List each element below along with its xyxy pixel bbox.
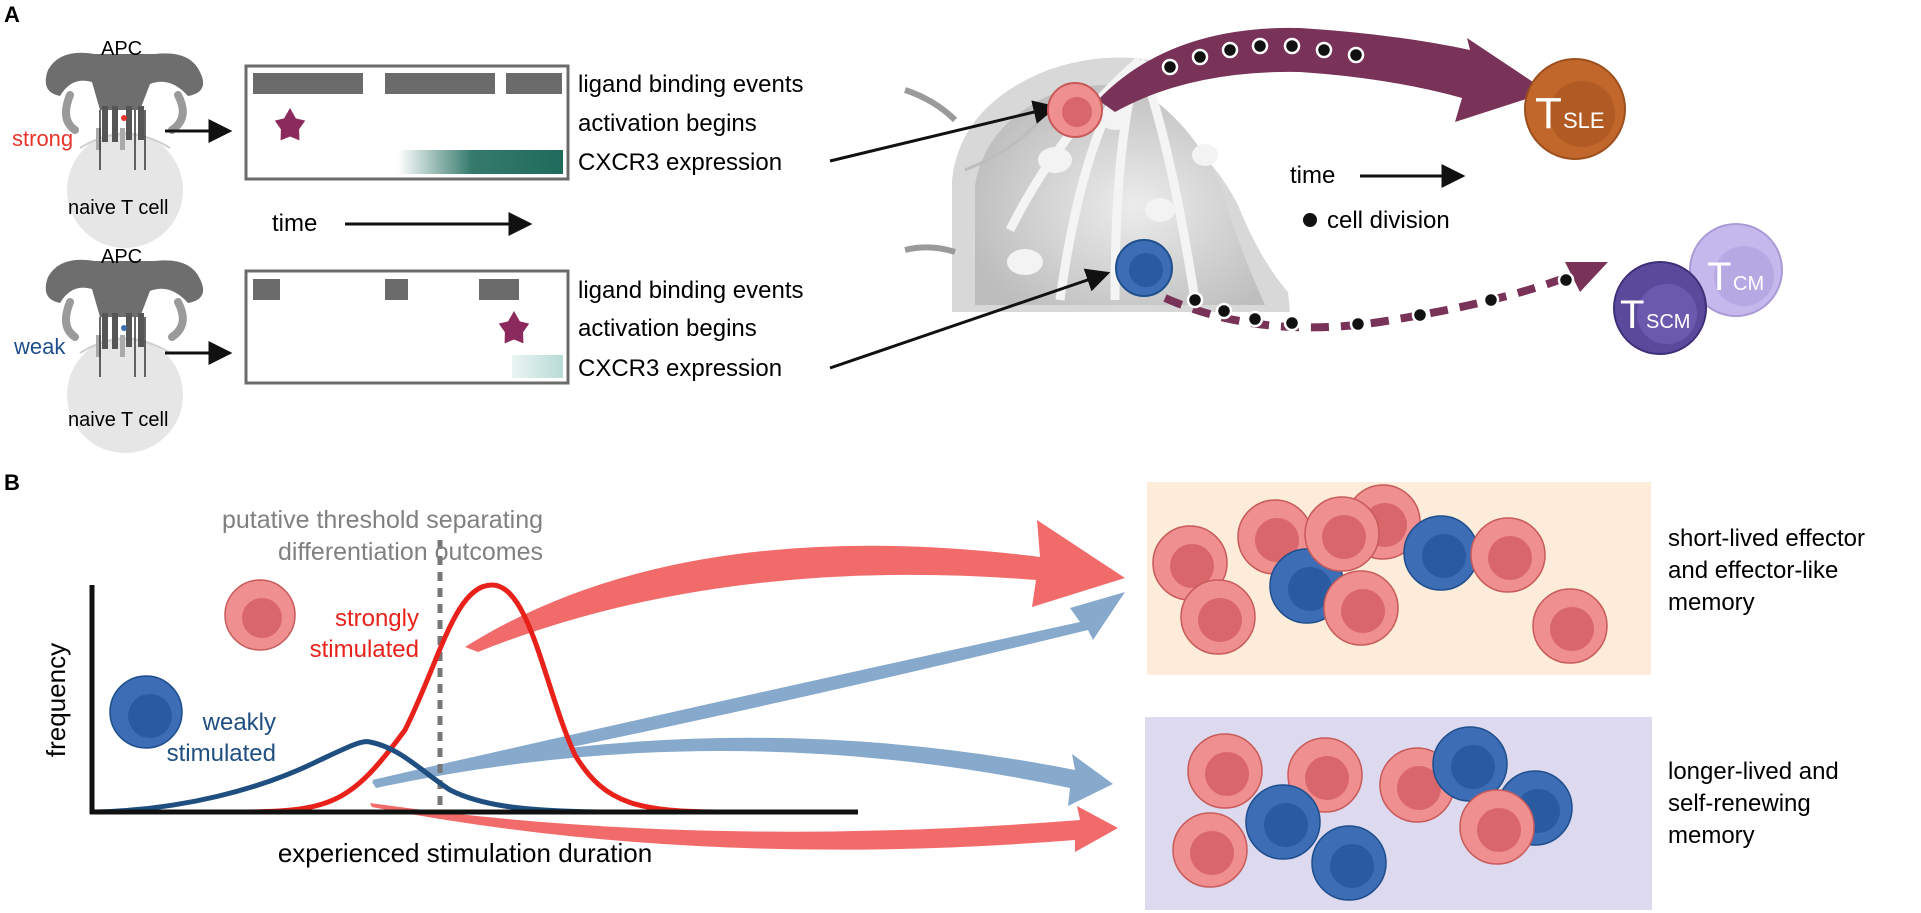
- binding-bar-weak-3: [479, 279, 519, 300]
- strong-label-line-2: stimulated: [310, 636, 419, 663]
- tcell-label-strong: naive T cell: [68, 197, 168, 219]
- division-dot: [1349, 315, 1367, 333]
- division-dot: [1161, 58, 1179, 76]
- cell-red: [1187, 733, 1263, 809]
- cell-divisions-strong: [1161, 37, 1365, 76]
- panel-a-label: A: [4, 2, 20, 27]
- outcome-short-line-3: memory: [1668, 589, 1755, 616]
- binding-bar-strong-2: [385, 73, 495, 94]
- apc-label-weak: APC: [101, 246, 142, 268]
- node-time-label: time: [1290, 162, 1335, 189]
- event-label-binding-strong: ligand binding events: [578, 71, 804, 98]
- fate-cell-tcm: T CM: [1689, 223, 1783, 317]
- flow-arrow-weak-to-short: [372, 592, 1125, 786]
- fate-cell-tscm: T SCM: [1613, 261, 1707, 355]
- cell-node-weak: [1115, 239, 1173, 297]
- trajectory-arrow-strong: [1098, 27, 1548, 122]
- svg-text:T: T: [1620, 293, 1644, 337]
- division-dot: [1283, 314, 1301, 332]
- long-lived-cell-group: [1172, 726, 1573, 901]
- binding-bar-strong-1: [253, 73, 363, 94]
- tcell-label-weak: naive T cell: [68, 409, 168, 431]
- binding-bar-weak-1: [253, 279, 280, 300]
- apc-tcell-weak-illustration: [45, 259, 204, 453]
- flow-arrow-strong-to-long: [370, 803, 1118, 852]
- svg-text:CM: CM: [1733, 273, 1764, 295]
- cell-red: [1532, 588, 1608, 664]
- division-dot: [1186, 291, 1204, 309]
- svg-text:SCM: SCM: [1646, 311, 1690, 333]
- activation-star-weak: [498, 311, 530, 344]
- threshold-label-line-2: differentiation outcomes: [278, 538, 543, 566]
- cxcr3-bar-weak: [512, 355, 563, 378]
- apc-tcell-strong-illustration: [45, 52, 204, 248]
- binding-bar-weak-2: [385, 279, 408, 300]
- weak-label-line-2: stimulated: [167, 740, 276, 767]
- division-dot: [1557, 271, 1575, 289]
- trajectory-arrowhead-weak: [1565, 262, 1608, 292]
- cell-division-legend-dot: [1303, 213, 1317, 227]
- division-dot: [1221, 41, 1239, 59]
- cell-red: [1180, 579, 1256, 655]
- cell-divisions-weak: [1186, 271, 1575, 333]
- cell-division-label: cell division: [1327, 207, 1450, 234]
- event-label-binding-weak: ligand binding events: [578, 277, 804, 304]
- outcome-short-line-1: short-lived effector: [1668, 525, 1865, 552]
- division-dot: [1283, 37, 1301, 55]
- division-dot: [1191, 48, 1209, 66]
- division-dot: [1246, 310, 1264, 328]
- strength-label-strong: strong: [12, 126, 73, 151]
- cell-icon-weak: [109, 675, 183, 749]
- event-label-cxcr3-strong: CXCR3 expression: [578, 149, 782, 176]
- cell-blue: [1245, 784, 1321, 860]
- panel-b-label: B: [4, 470, 20, 495]
- cell-blue: [1403, 515, 1479, 591]
- division-dot: [1482, 291, 1500, 309]
- threshold-label-line-1: putative threshold separating: [222, 506, 543, 534]
- cell-blue: [1432, 726, 1508, 802]
- cell-red: [1304, 496, 1380, 572]
- cell-red: [1470, 517, 1546, 593]
- flow-arrow-weak-to-long: [372, 737, 1113, 806]
- strong-label-line-1: strongly: [335, 605, 419, 632]
- binding-bar-strong-3: [506, 73, 562, 94]
- weak-label-line-1: weakly: [202, 709, 276, 736]
- outcome-long-line-3: memory: [1668, 822, 1755, 849]
- arrow-strong-to-node: [829, 100, 1058, 163]
- cell-node-strong: [1047, 82, 1103, 138]
- flow-arrow-strong-to-short: [465, 520, 1125, 652]
- svg-text:T: T: [1535, 89, 1562, 138]
- strong-distribution-curve: [234, 582, 726, 815]
- strength-label-weak: weak: [13, 334, 66, 359]
- apc-label-strong: APC: [101, 38, 142, 60]
- event-label-activation-strong: activation begins: [578, 110, 757, 137]
- division-dot: [1315, 41, 1333, 59]
- division-dot: [1411, 306, 1429, 324]
- short-lived-cell-group: [1152, 484, 1608, 664]
- arrow-weak-to-node: [829, 268, 1111, 370]
- x-axis-label: experienced stimulation duration: [278, 838, 652, 868]
- outcome-long-line-2: self-renewing: [1668, 790, 1811, 817]
- outcome-long-line-1: longer-lived and: [1668, 758, 1839, 785]
- division-dot: [1215, 302, 1233, 320]
- cell-icon-strong: [224, 579, 296, 651]
- time-label: time: [272, 210, 317, 237]
- event-label-cxcr3-weak: CXCR3 expression: [578, 355, 782, 382]
- outcome-short-line-2: and effector-like: [1668, 557, 1838, 584]
- svg-text:SLE: SLE: [1563, 108, 1605, 133]
- weak-distribution-curve: [94, 739, 601, 815]
- cell-red: [1459, 789, 1535, 865]
- division-dot: [1347, 46, 1365, 64]
- y-axis-label: frequency: [41, 643, 71, 757]
- cell-red: [1323, 570, 1399, 646]
- svg-text:T: T: [1707, 255, 1731, 299]
- event-label-activation-weak: activation begins: [578, 315, 757, 342]
- activation-star-strong: [274, 108, 306, 141]
- cell-blue: [1311, 825, 1387, 901]
- fate-cell-tsle: T SLE: [1524, 58, 1626, 160]
- division-dot: [1251, 37, 1269, 55]
- cell-red: [1172, 812, 1248, 888]
- cxcr3-bar-strong: [398, 150, 563, 174]
